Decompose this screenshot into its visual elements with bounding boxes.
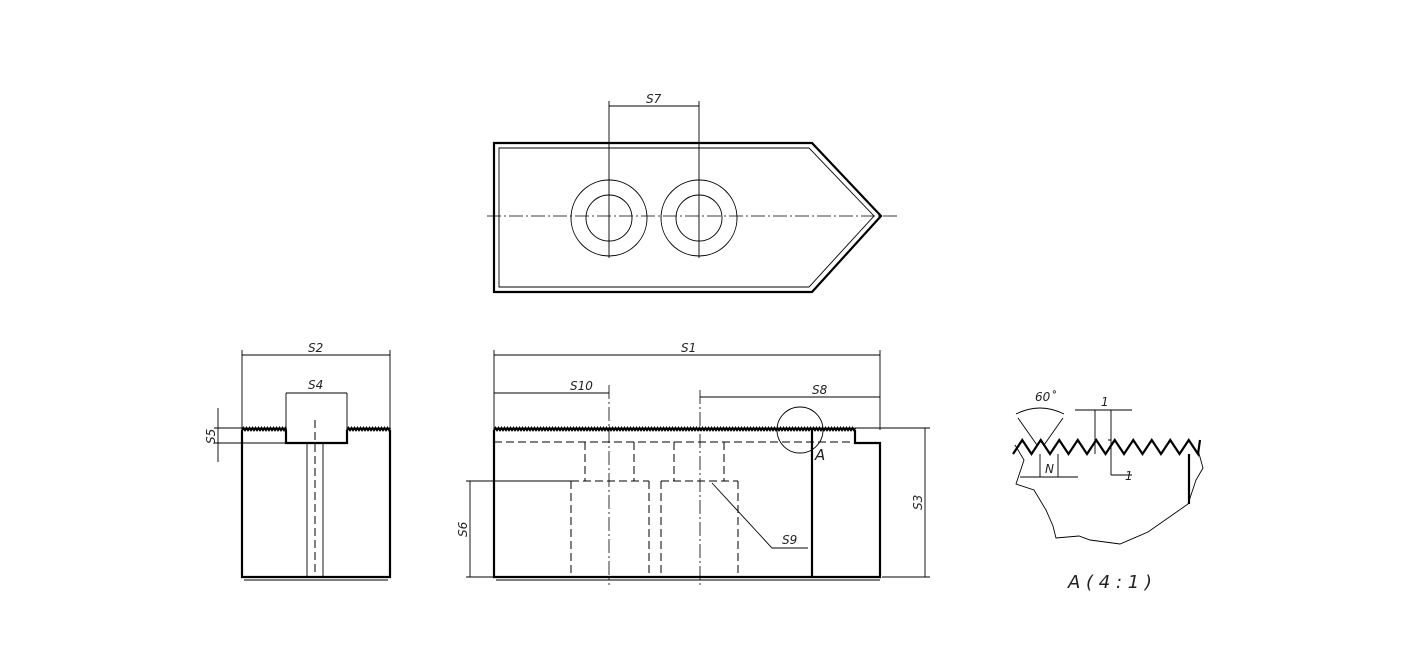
dim-s9: S9 bbox=[782, 533, 797, 547]
front-view: S1 S10 S8 S3 S6 S9 A bbox=[456, 341, 930, 585]
detail-angle: 60˚ bbox=[1035, 389, 1056, 404]
dim-s1: S1 bbox=[681, 341, 696, 355]
dim-s8: S8 bbox=[812, 383, 828, 397]
detail-marker-a: A bbox=[814, 446, 825, 464]
side-view: S2 S4 S5 bbox=[204, 341, 392, 581]
dim-s6: S6 bbox=[456, 521, 470, 537]
top-view: S7 bbox=[487, 92, 898, 294]
detail-tooth-height: 1 bbox=[1125, 469, 1133, 483]
detail-pitch-height: 1 bbox=[1101, 395, 1109, 409]
dim-s4: S4 bbox=[308, 378, 323, 392]
dim-s10: S10 bbox=[570, 379, 593, 393]
dim-s3: S3 bbox=[911, 495, 925, 510]
detail-pitch-n: N bbox=[1045, 462, 1054, 476]
dim-s5: S5 bbox=[204, 429, 218, 444]
detail-view: 60˚ 1 1 N A ( 4 : 1 ) bbox=[1012, 389, 1204, 593]
dim-s2: S2 bbox=[308, 341, 323, 355]
dim-s7: S7 bbox=[646, 92, 662, 106]
detail-title: A ( 4 : 1 ) bbox=[1067, 572, 1152, 593]
